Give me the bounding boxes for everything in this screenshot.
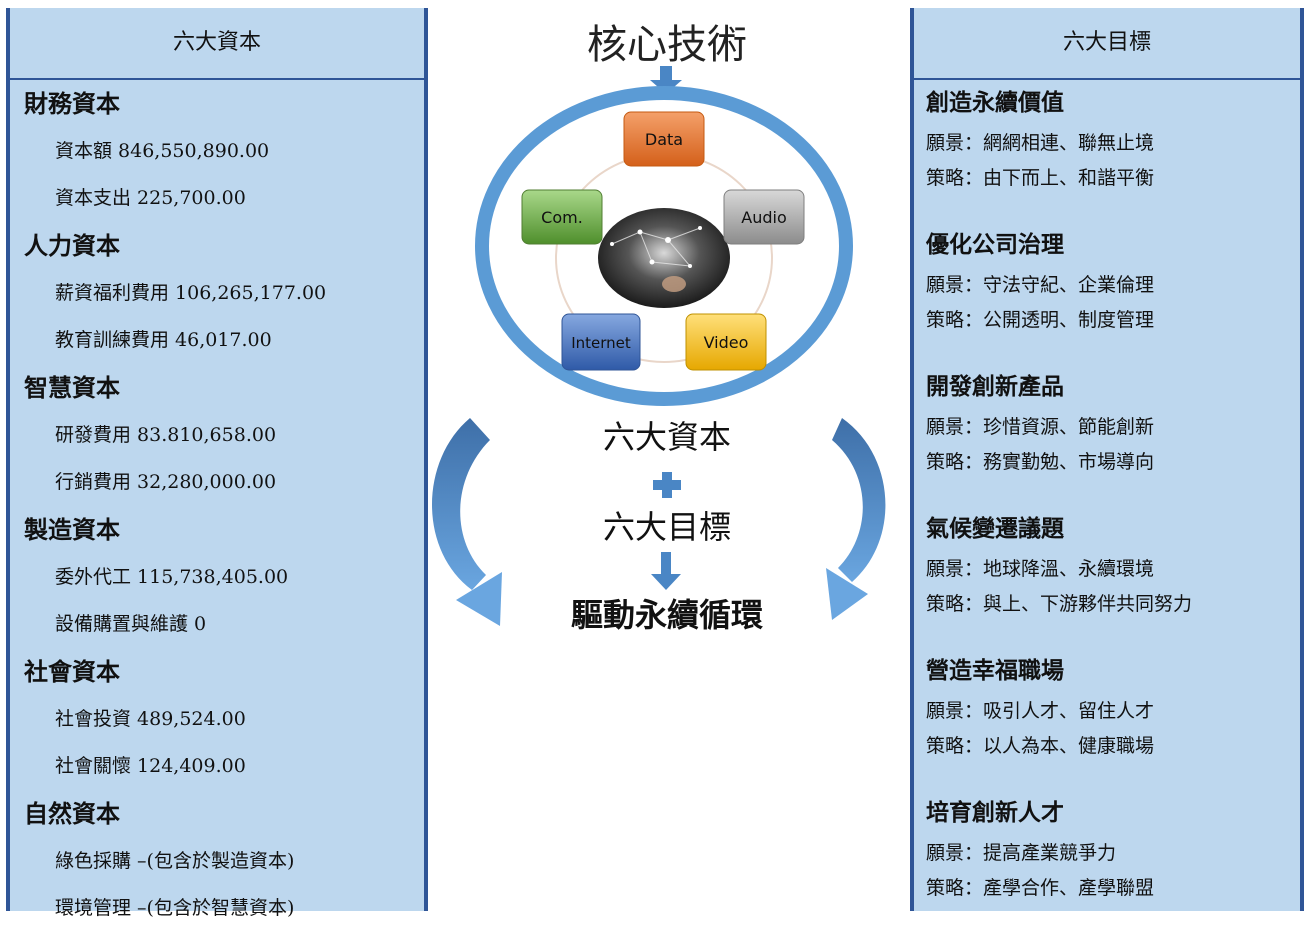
capital-title: 智慧資本	[24, 374, 120, 402]
capital-title: 製造資本	[24, 516, 120, 544]
goal-vision: 願景：提高產業競爭力	[926, 842, 1117, 864]
curved-arrow-left-icon	[432, 418, 502, 626]
plus-icon	[653, 472, 681, 498]
goal-title: 培育創新人才	[926, 800, 1064, 826]
capital-item: 行銷費用 32,280,000.00	[55, 471, 277, 493]
data-node-label: Data	[645, 130, 683, 149]
six-goals-header: 六大目標	[914, 8, 1300, 80]
com-node: Com.	[521, 189, 603, 245]
com-node-label: Com.	[541, 208, 583, 227]
goal-vision: 願景：網網相連、聯無止境	[926, 132, 1155, 154]
six-capitals-panel: 六大資本 財務資本 資本額 846,550,890.00 資本支出 225,70…	[6, 8, 428, 919]
six-capitals-header: 六大資本	[10, 8, 424, 80]
capital-title: 人力資本	[24, 232, 120, 260]
capital-item: 委外代工 115,738,405.00	[55, 566, 289, 588]
capital-item: 資本額 846,550,890.00	[55, 140, 270, 162]
goal-block: 營造幸福職場 願景：吸引人才、留住人才 策略：以人為本、健康職場	[914, 648, 1300, 790]
goal-block: 氣候變遷議題 願景：地球降溫、永續環境 策略：與上、下游夥伴共同努力	[914, 506, 1300, 648]
goal-vision: 願景：地球降溫、永續環境	[926, 558, 1155, 580]
goal-strategy: 策略：與上、下游夥伴共同努力	[926, 593, 1193, 615]
network-hand-image	[598, 208, 730, 308]
curved-arrow-right-icon	[826, 418, 886, 620]
goal-strategy: 策略：務實勤勉、市場導向	[926, 451, 1155, 473]
six-goals-panel: 六大目標 創造永續價值 願景：網網相連、聯無止境 策略：由下而上、和諧平衡 優化…	[910, 8, 1304, 911]
capital-group: 智慧資本 研發費用 83.810,658.00 行銷費用 32,280,000.…	[10, 364, 424, 506]
capital-item: 研發費用 83.810,658.00	[55, 424, 277, 446]
six-capitals-label: 六大資本	[603, 418, 731, 456]
audio-node-label: Audio	[741, 208, 786, 227]
capital-title: 財務資本	[24, 90, 120, 118]
goal-block: 培育創新人才 願景：提高產業競爭力 策略：產學合作、產學聯盟	[914, 790, 1300, 932]
goal-block: 開發創新產品 願景：珍惜資源、節能創新 策略：務實勤勉、市場導向	[914, 364, 1300, 506]
capital-title: 自然資本	[24, 800, 120, 828]
capital-item: 社會投資 489,524.00	[55, 708, 246, 730]
capital-item: 社會關懷 124,409.00	[55, 755, 246, 777]
goal-strategy: 策略：產學合作、產學聯盟	[926, 877, 1155, 899]
goal-title: 創造永續價值	[926, 90, 1064, 116]
internet-node-label: Internet	[571, 334, 631, 352]
capital-item: 綠色採購 –(包含於製造資本)	[55, 850, 295, 872]
down-arrow-icon	[651, 552, 681, 590]
goal-strategy: 策略：由下而上、和諧平衡	[926, 167, 1155, 189]
video-node-label: Video	[704, 333, 749, 352]
goal-block: 優化公司治理 願景：守法守紀、企業倫理 策略：公開透明、制度管理	[914, 222, 1300, 364]
audio-node: Audio	[723, 189, 805, 245]
core-technology-diagram: 核心技術 Data Audio Video	[432, 22, 886, 634]
goal-vision: 願景：珍惜資源、節能創新	[926, 416, 1155, 438]
goal-block: 創造永續價值 願景：網網相連、聯無止境 策略：由下而上、和諧平衡	[914, 80, 1300, 222]
capital-group: 製造資本 委外代工 115,738,405.00 設備購置與維護 0	[10, 506, 424, 648]
goal-title: 開發創新產品	[926, 374, 1064, 400]
drive-sustainable-cycle-label: 驅動永續循環	[571, 596, 763, 634]
capital-group: 人力資本 薪資福利費用 106,265,177.00 教育訓練費用 46,017…	[10, 222, 424, 364]
capital-item: 設備購置與維護 0	[55, 613, 207, 635]
capital-item: 薪資福利費用 106,265,177.00	[55, 282, 327, 304]
capital-group: 社會資本 社會投資 489,524.00 社會關懷 124,409.00	[10, 648, 424, 790]
goal-strategy: 策略：公開透明、制度管理	[926, 309, 1155, 331]
goal-vision: 願景：守法守紀、企業倫理	[926, 274, 1155, 296]
goal-title: 氣候變遷議題	[926, 516, 1064, 542]
core-technology-title: 核心技術	[587, 22, 747, 68]
internet-node: Internet	[561, 313, 641, 371]
capital-item: 資本支出 225,700.00	[55, 187, 246, 209]
goal-title: 營造幸福職場	[926, 658, 1064, 684]
capital-group: 財務資本 資本額 846,550,890.00 資本支出 225,700.00	[10, 80, 424, 222]
capital-item: 教育訓練費用 46,017.00	[55, 329, 272, 351]
data-node: Data	[623, 111, 705, 167]
goal-strategy: 策略：以人為本、健康職場	[926, 735, 1155, 757]
six-goals-label: 六大目標	[603, 508, 731, 546]
goal-title: 優化公司治理	[926, 232, 1064, 258]
video-node: Video	[685, 313, 767, 371]
goal-vision: 願景：吸引人才、留住人才	[926, 700, 1155, 722]
capital-title: 社會資本	[24, 658, 120, 686]
